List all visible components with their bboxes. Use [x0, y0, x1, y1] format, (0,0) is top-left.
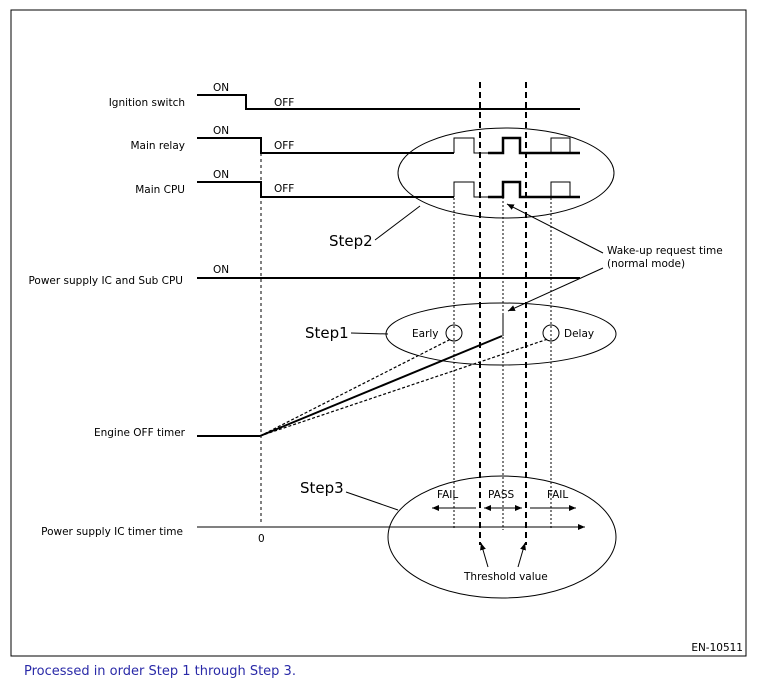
- main-cpu-pulse-delay: [550, 181, 571, 197]
- step1-label: Step1: [305, 324, 349, 342]
- threshold-arrow-left: [480, 542, 489, 568]
- wakeup-pointer-to-timer: [507, 267, 604, 312]
- step2-ellipse: [397, 127, 615, 219]
- diagram-frame: [10, 9, 747, 657]
- ignition-on-label: ON: [213, 82, 229, 94]
- timer-axis-origin: 0: [258, 533, 265, 545]
- delay-marker-circle: [542, 324, 560, 342]
- step3-leader: [345, 491, 399, 511]
- step3-ellipse: [387, 475, 617, 599]
- main-relay-off-label: OFF: [274, 140, 294, 152]
- timer-ramp-delay: [259, 338, 549, 437]
- main-cpu-pulse-wakeup: [488, 180, 580, 199]
- label-power-supply-ic-sub-cpu: Power supply IC and Sub CPU: [28, 275, 183, 287]
- threshold-value-label: Threshold value: [463, 571, 548, 583]
- power-supply-on-label: ON: [213, 264, 229, 276]
- main-cpu-off-label: OFF: [274, 183, 294, 195]
- waveforms: [197, 94, 580, 437]
- main-relay-pulse-early: [453, 137, 488, 154]
- ignition-off-label: OFF: [274, 97, 294, 109]
- early-label: Early: [412, 328, 439, 340]
- label-engine-off-timer: Engine OFF timer: [94, 427, 186, 439]
- main-cpu-on-label: ON: [213, 169, 229, 181]
- main-relay-on-label: ON: [213, 125, 229, 137]
- wakeup-request-label-line1: Wake-up request time: [607, 245, 723, 257]
- timer-ramp-normal: [259, 335, 503, 437]
- early-marker-circle: [445, 324, 463, 342]
- main-cpu-waveform: [197, 181, 454, 198]
- label-ignition-switch: Ignition switch: [109, 97, 185, 109]
- step1-leader: [350, 332, 389, 335]
- main-relay-pulse-wakeup: [488, 136, 580, 155]
- pass-label: PASS: [488, 489, 515, 501]
- wakeup-request-label-line2: (normal mode): [607, 258, 685, 270]
- figure-id: EN-10511: [691, 642, 743, 654]
- label-main-relay: Main relay: [130, 140, 185, 152]
- fail-left-label: FAIL: [437, 489, 458, 501]
- wakeup-pointer-to-pulse: [506, 203, 604, 254]
- step2-leader: [374, 205, 421, 241]
- timer-ramp-early: [259, 338, 452, 437]
- main-relay-pulse-delay: [550, 137, 571, 153]
- threshold-arrow-right: [517, 542, 526, 568]
- main-relay-waveform: [197, 137, 454, 154]
- delay-label: Delay: [564, 328, 594, 340]
- diagram-caption: Processed in order Step 1 through Step 3…: [24, 664, 296, 679]
- step3-label: Step3: [300, 479, 344, 497]
- label-power-supply-ic-timer-time: Power supply IC timer time: [41, 526, 183, 538]
- fail-right-label: FAIL: [547, 489, 568, 501]
- label-main-cpu: Main CPU: [135, 184, 185, 196]
- step2-label: Step2: [329, 232, 373, 250]
- ignition-switch-waveform: [197, 94, 580, 110]
- thin-pulses: [453, 137, 571, 198]
- main-cpu-pulse-early: [453, 181, 488, 198]
